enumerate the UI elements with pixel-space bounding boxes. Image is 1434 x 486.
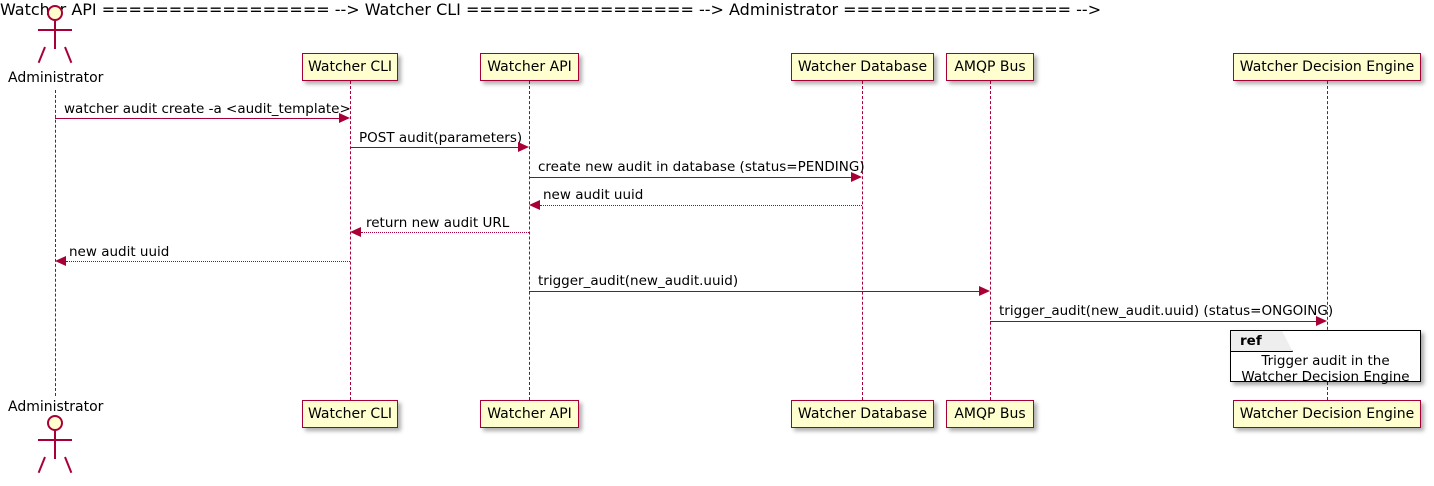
ref-fragment-body: Trigger audit in the Watcher Decision En… xyxy=(1231,353,1420,385)
ref-tab-corner-icon xyxy=(1282,331,1293,352)
participant-label: Watcher Decision Engine xyxy=(1239,59,1415,75)
participant-watcher-api-bottom[interactable]: Watcher API xyxy=(480,400,579,428)
message-line-3 xyxy=(529,177,852,178)
message-label-2: POST audit(parameters) xyxy=(359,130,523,146)
message-label-3: create new audit in database (status=PEN… xyxy=(538,159,865,175)
ref-body-line-1: Trigger audit in the xyxy=(1261,353,1390,369)
participant-label: AMQP Bus xyxy=(954,406,1026,422)
participant-watcher-database-bottom[interactable]: Watcher Database xyxy=(791,400,934,428)
message-label-5: return new audit URL xyxy=(366,215,510,231)
participant-label: Watcher CLI xyxy=(307,59,393,75)
message-label-7: trigger_audit(new_audit.uuid) xyxy=(538,273,739,289)
participant-watcher-decision-engine-bottom[interactable]: Watcher Decision Engine xyxy=(1233,400,1421,428)
actor-label-top: Administrator xyxy=(8,70,104,86)
participant-amqp-bus-top[interactable]: AMQP Bus xyxy=(946,53,1034,81)
lifeline-watcher-api xyxy=(529,81,530,400)
message-arrowhead-3 xyxy=(851,172,862,182)
message-line-2 xyxy=(350,147,519,148)
ref-keyword-label: ref xyxy=(1240,333,1262,349)
lifeline-amqp-bus xyxy=(990,81,991,400)
message-line-6 xyxy=(66,261,350,262)
actor-arms-icon xyxy=(38,439,72,441)
message-label-8: trigger_audit(new_audit.uuid) (status=ON… xyxy=(999,303,1334,319)
message-line-7 xyxy=(529,291,980,292)
lifeline-administrator xyxy=(55,90,56,396)
message-arrowhead-2 xyxy=(518,142,529,152)
actor-administrator-bottom xyxy=(0,414,110,486)
actor-leg-right-icon xyxy=(64,456,73,474)
message-line-5 xyxy=(361,232,529,233)
message-label-1: watcher audit create -a <audit_template> xyxy=(64,101,351,117)
message-label-4: new audit uuid xyxy=(543,187,644,203)
participant-watcher-decision-engine-top[interactable]: Watcher Decision Engine xyxy=(1233,53,1421,81)
actor-administrator-top xyxy=(0,0,110,90)
actor-body-icon xyxy=(54,21,56,49)
message-arrowhead-7 xyxy=(979,286,990,296)
message-line-4 xyxy=(540,205,862,206)
actor-leg-right-icon xyxy=(64,46,73,64)
actor-leg-left-icon xyxy=(37,456,46,474)
message-arrowhead-5 xyxy=(350,227,361,237)
lifeline-watcher-cli xyxy=(350,81,351,400)
actor-head-icon xyxy=(47,415,63,431)
participant-label: Watcher Database xyxy=(797,406,928,422)
participant-watcher-cli-top[interactable]: Watcher CLI xyxy=(302,53,398,81)
ref-body-line-2: Watcher Decision Engine xyxy=(1241,369,1410,385)
message-arrowhead-4 xyxy=(529,200,540,210)
participant-watcher-api-top[interactable]: Watcher API xyxy=(480,53,579,81)
participant-label: AMQP Bus xyxy=(954,59,1026,75)
participant-watcher-database-top[interactable]: Watcher Database xyxy=(791,53,934,81)
message-line-1 xyxy=(55,118,340,119)
participant-label: Watcher API xyxy=(487,406,572,422)
actor-head-icon xyxy=(47,5,63,21)
participant-label: Watcher CLI xyxy=(307,406,393,422)
participant-label: Watcher API xyxy=(487,59,572,75)
participant-amqp-bus-bottom[interactable]: AMQP Bus xyxy=(946,400,1034,428)
participant-label: Watcher Database xyxy=(797,59,928,75)
message-arrowhead-1 xyxy=(339,113,350,123)
lifeline-watcher-decision-engine xyxy=(1327,81,1328,400)
actor-arms-icon xyxy=(38,29,72,31)
message-arrowhead-8 xyxy=(1316,316,1327,326)
lifeline-watcher-database xyxy=(862,81,863,400)
ref-fragment[interactable]: ref Trigger audit in the Watcher Decisio… xyxy=(1230,330,1421,385)
ref-fragment-tab: ref xyxy=(1231,331,1293,352)
participant-label: Watcher Decision Engine xyxy=(1239,406,1415,422)
actor-leg-left-icon xyxy=(37,46,46,64)
message-arrowhead-6 xyxy=(55,256,66,266)
message-line-8 xyxy=(990,321,1317,322)
participant-watcher-cli-bottom[interactable]: Watcher CLI xyxy=(302,400,398,428)
actor-label-bottom: Administrator xyxy=(8,399,104,415)
actor-body-icon xyxy=(54,431,56,459)
message-label-6: new audit uuid xyxy=(69,244,170,260)
